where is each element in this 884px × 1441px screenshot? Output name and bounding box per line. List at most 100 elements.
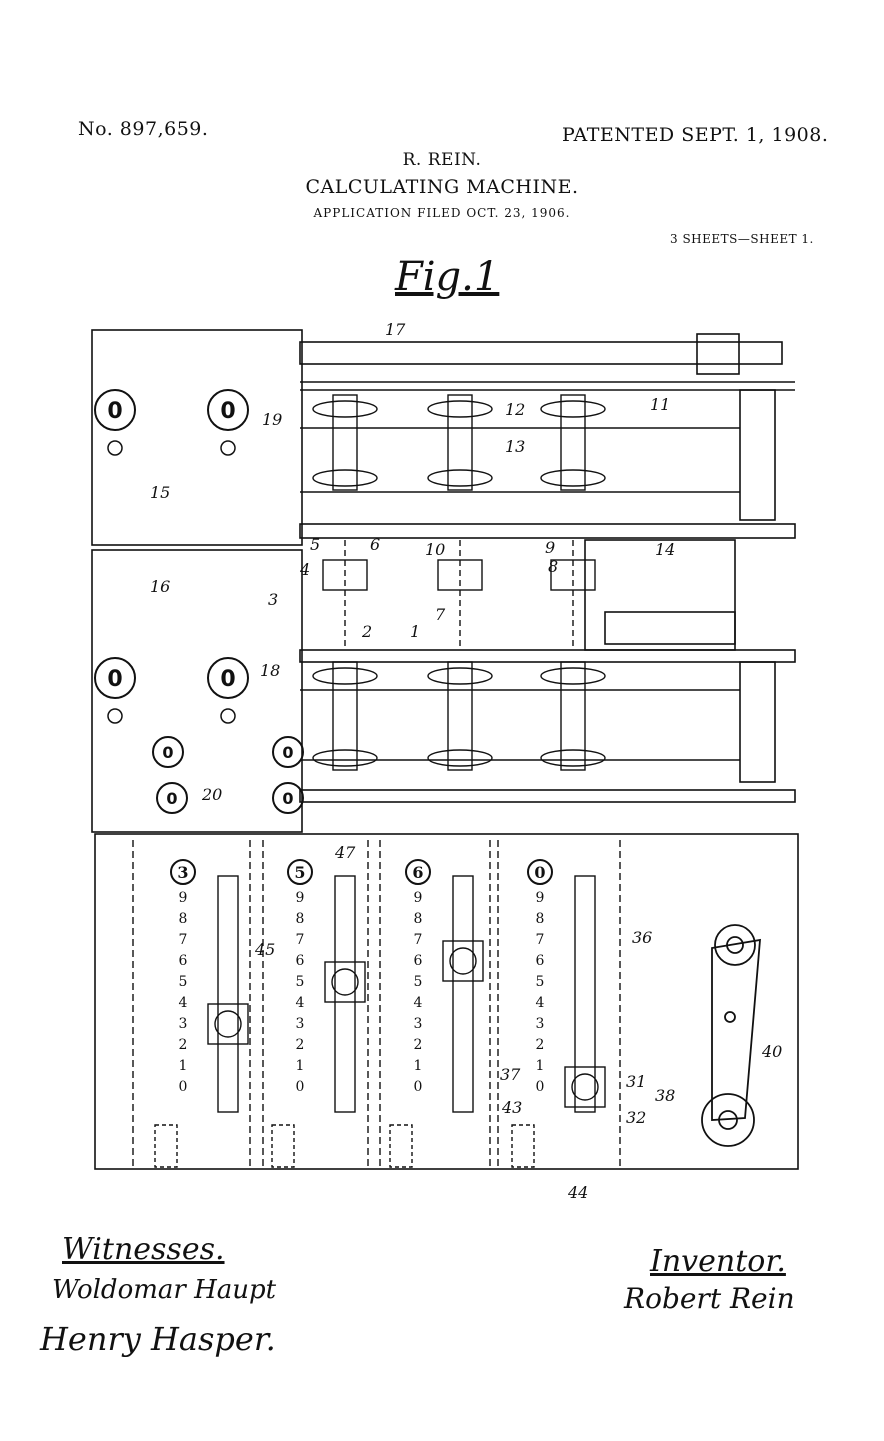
shaft <box>447 394 473 491</box>
scale-digit: 7 <box>296 932 305 948</box>
scale-digit: 4 <box>414 995 423 1011</box>
ref-numeral: 31 <box>626 1072 646 1091</box>
patent-number: No. 897,659. <box>78 118 209 140</box>
slider-button <box>564 1066 606 1108</box>
patent-date: PATENTED SEPT. 1, 1908. <box>562 124 829 146</box>
inventor-signature: Robert Rein <box>624 1282 795 1315</box>
ref-numeral: 16 <box>150 577 170 596</box>
ref-numeral: 7 <box>435 605 446 624</box>
patent-title: CALCULATING MACHINE. <box>305 176 579 198</box>
scale-digit: 5 <box>179 974 188 990</box>
ref-numeral: 13 <box>505 437 525 456</box>
ref-numeral: 11 <box>650 395 670 414</box>
dial-panel-16 <box>91 549 303 833</box>
counter-dial <box>207 389 249 431</box>
bevel-gear-12 <box>312 667 378 685</box>
readout-value: 5 <box>294 863 305 882</box>
readout-value: 3 <box>177 863 188 882</box>
ref-numeral: 8 <box>548 557 558 576</box>
lever-40 <box>701 924 761 1147</box>
slider-knob <box>449 947 477 975</box>
bevel-gear <box>540 749 606 767</box>
shaft <box>560 394 586 491</box>
bevel-gear <box>312 749 378 767</box>
figure-label: Fig.1 <box>395 254 500 300</box>
ref-numeral: 36 <box>632 928 652 947</box>
dial-knob <box>220 708 236 724</box>
small-dial-value: 0 <box>282 743 293 762</box>
ref-numeral: 10 <box>425 540 445 559</box>
ref-numeral: 20 <box>201 785 222 804</box>
scale-digit: 6 <box>414 953 423 969</box>
readout-value: 0 <box>534 863 545 882</box>
inventor-name: R. REIN. <box>402 150 482 170</box>
scale-digit: 7 <box>179 932 188 948</box>
scale-digit: 0 <box>414 1079 423 1095</box>
ref-numeral: 15 <box>150 483 170 502</box>
scale-digit: 9 <box>179 890 188 906</box>
ref-numeral: 43 <box>501 1098 522 1117</box>
scale-digit: 1 <box>536 1058 545 1074</box>
slider-button <box>324 961 366 1003</box>
ref-numeral: 44 <box>567 1183 588 1202</box>
ref-numeral: 17 <box>385 320 406 339</box>
shaft <box>332 394 358 491</box>
slider-button <box>207 1003 249 1045</box>
ref-numeral: 38 <box>655 1086 675 1105</box>
scale-digit: 9 <box>536 890 545 906</box>
scale-digit: 5 <box>296 974 305 990</box>
slider-knob <box>571 1073 599 1101</box>
bevel-gear-12 <box>427 400 493 418</box>
slide-stop <box>389 1124 413 1168</box>
scale-digit: 8 <box>536 911 545 927</box>
readout-window-47 <box>405 859 431 885</box>
counter-dial <box>94 657 136 699</box>
small-dial <box>272 782 304 814</box>
readout-window-47 <box>287 859 313 885</box>
counter-dial-value: 0 <box>220 667 235 692</box>
ref-numeral: 12 <box>505 400 525 419</box>
scale-digit: 7 <box>414 932 423 948</box>
slide-stop <box>511 1124 535 1168</box>
scale-digit: 0 <box>296 1079 305 1095</box>
ref-numeral: 4 <box>299 560 310 579</box>
slide-plate-36 <box>94 833 799 1170</box>
ref-numeral: 45 <box>254 940 275 959</box>
scale-digit: 9 <box>296 890 305 906</box>
small-dial <box>152 736 184 768</box>
scale-digit: 3 <box>536 1016 545 1032</box>
witness-signature-1: Woldomar Haupt <box>52 1275 277 1305</box>
scale-digit: 7 <box>536 932 545 948</box>
counter-dial <box>207 657 249 699</box>
readout-window-47 <box>170 859 196 885</box>
witness-signature-2: Henry Hasper. <box>40 1320 276 1358</box>
ref-numeral: 37 <box>500 1065 521 1084</box>
counter-dial-value: 0 <box>107 667 122 692</box>
scale-digit: 4 <box>536 995 545 1011</box>
ref-numeral: 32 <box>626 1108 646 1127</box>
dial-knob <box>220 440 236 456</box>
ref-numeral: 9 <box>545 538 555 557</box>
slide-stop <box>154 1124 178 1168</box>
ref-numeral: 3 <box>268 590 278 609</box>
scale-digit: 3 <box>296 1016 305 1032</box>
shaft <box>332 661 358 771</box>
bevel-gear <box>312 469 378 487</box>
rail-14 <box>299 523 796 539</box>
scale-digit: 6 <box>296 953 305 969</box>
scale-digit: 0 <box>536 1079 545 1095</box>
bevel-gear-12 <box>540 667 606 685</box>
slot-45 <box>217 875 239 1113</box>
slide-stop <box>271 1124 295 1168</box>
ref-numeral: 2 <box>361 622 372 641</box>
ref-numeral: 1 <box>410 622 420 641</box>
scale-digit: 2 <box>179 1037 188 1053</box>
slot-45 <box>452 875 474 1113</box>
small-dial-value: 0 <box>282 789 293 808</box>
scale-digit: 4 <box>296 995 305 1011</box>
dial-knob <box>107 708 123 724</box>
counter-dial-value: 0 <box>107 399 122 424</box>
top-rail-17 <box>299 341 783 365</box>
slider-knob <box>214 1010 242 1038</box>
